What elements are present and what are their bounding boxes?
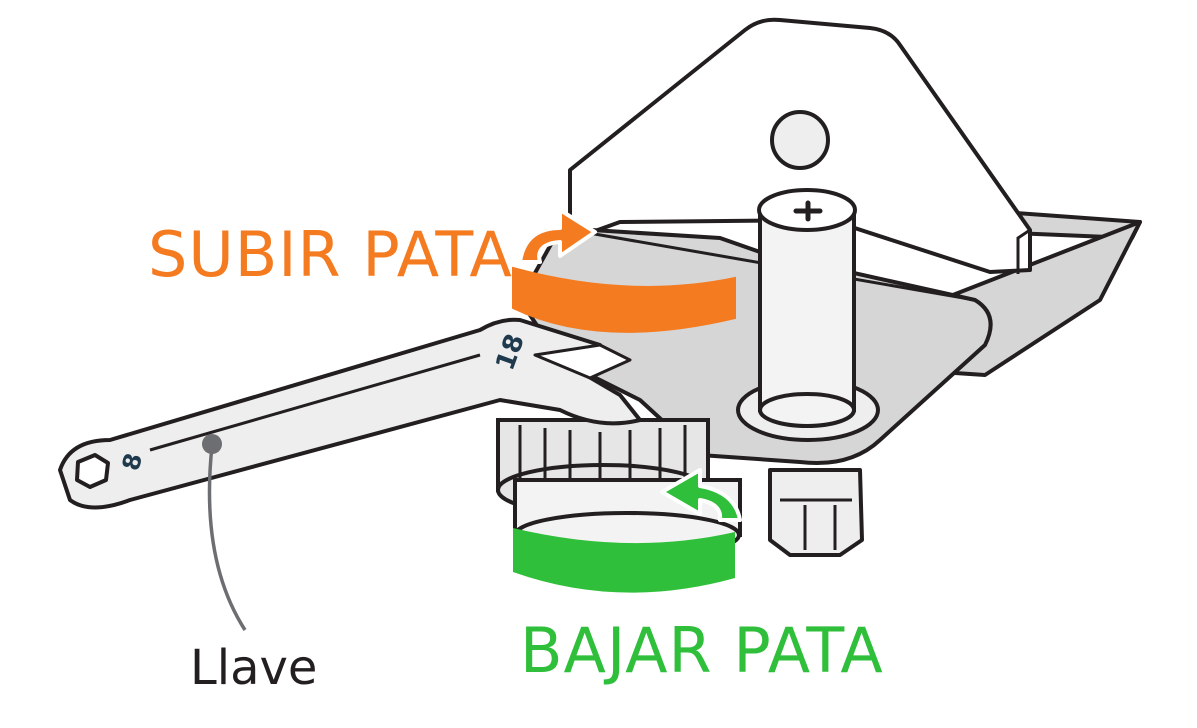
- rotate-clockwise-arrow-icon: [513, 468, 742, 593]
- bracket-hole: [770, 110, 830, 170]
- lower-leg-label: BAJAR PATA: [520, 614, 884, 687]
- lock-nut: [768, 468, 864, 557]
- wrench-label: Llave: [190, 640, 318, 696]
- wrench-hex-hole: [75, 453, 110, 489]
- bolt: [736, 188, 880, 442]
- rotate-counterclockwise-arrow-icon: [512, 208, 736, 333]
- wrench-leader-line: [207, 445, 247, 631]
- phillips-screw-icon: [793, 200, 823, 222]
- wrench-pointer-dot: [202, 434, 222, 454]
- wrench-size-small: 8: [117, 450, 148, 473]
- upright-bracket: [568, 17, 1032, 274]
- wrench: 18 8: [58, 317, 642, 510]
- raise-leg-label: SUBIR PATA: [148, 218, 513, 291]
